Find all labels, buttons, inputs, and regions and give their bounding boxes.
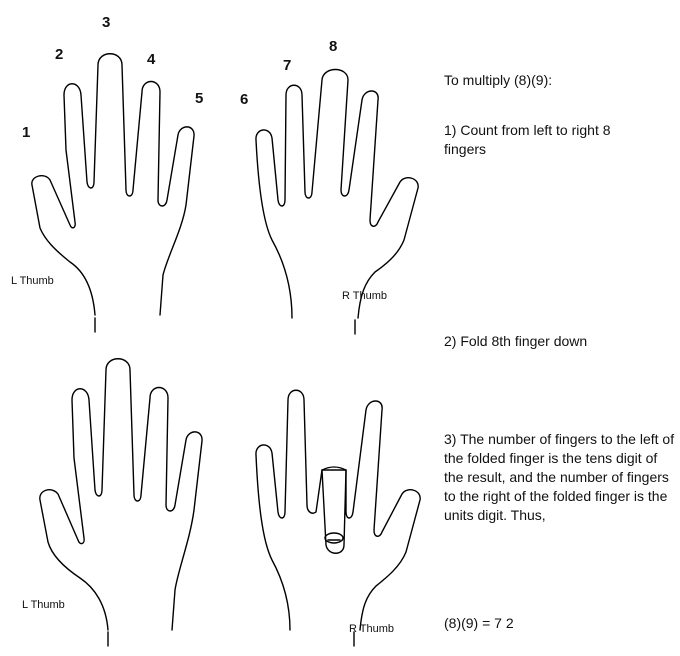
- right-hand-open: [256, 70, 418, 335]
- left-hand-open: [32, 54, 194, 332]
- finger-number-1: 1: [22, 124, 30, 141]
- finger-number-8: 8: [329, 38, 337, 55]
- finger-number-2: 2: [55, 46, 63, 63]
- instruction-step-2: 2) Fold 8th finger down: [444, 332, 664, 351]
- thumb-label-bottom-left: L Thumb: [22, 599, 65, 611]
- thumb-label-top-right: R Thumb: [342, 290, 387, 302]
- finger-number-3: 3: [102, 14, 110, 31]
- finger-number-4: 4: [147, 51, 156, 68]
- hands-diagram: 1 2 3 4 5 6 7 8 L Thumb R Thumb L Thumb …: [0, 0, 430, 656]
- finger-number-5: 5: [195, 90, 203, 107]
- instruction-step-1: 1) Count from left to right 8 fingers: [444, 121, 654, 159]
- finger-number-6: 6: [240, 91, 248, 108]
- multiplication-result: (8)(9) = 7 2: [444, 614, 664, 633]
- instructions-title: To multiply (8)(9):: [444, 71, 664, 90]
- thumb-label-top-left: L Thumb: [11, 275, 54, 287]
- finger-number-7: 7: [283, 57, 291, 74]
- right-hand-folded: [256, 390, 420, 646]
- thumb-label-bottom-right: R Thumb: [349, 623, 394, 635]
- instruction-step-3: 3) The number of fingers to the left of …: [444, 430, 680, 525]
